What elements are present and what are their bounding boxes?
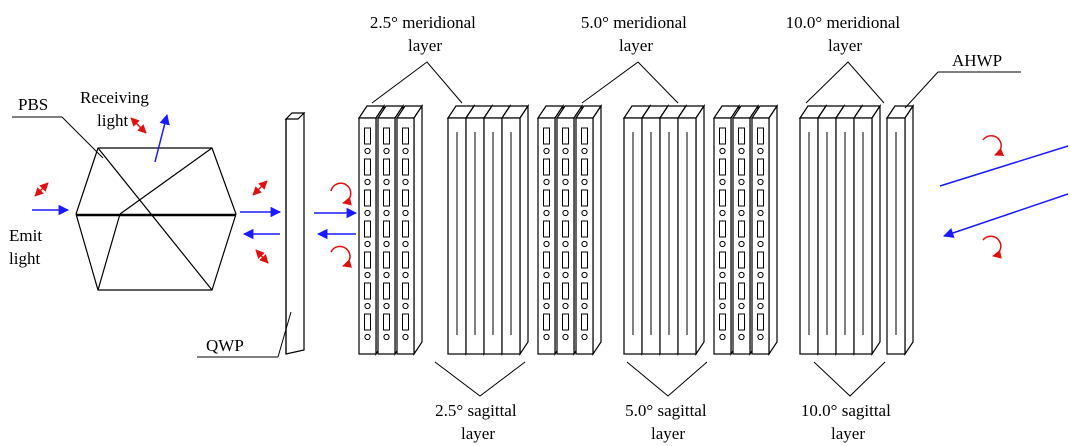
meridional-5-0-bracket (581, 61, 679, 104)
circular-polarization-incoming (982, 235, 1002, 259)
out-polarization-arrow (252, 180, 268, 196)
ahwp-label: AHWP (952, 51, 1002, 70)
receiving-light-label: Receiving light (80, 88, 153, 130)
receiving-polarization-arrow (130, 117, 147, 134)
sagittal-10-0-slab (852, 104, 882, 356)
qwp-plate (284, 112, 306, 355)
sagittal-2-5-bracket (434, 361, 526, 397)
pbs-prism (75, 147, 237, 291)
pbs-leader-diagonal (61, 116, 104, 159)
return-polarization-arrow (255, 249, 269, 264)
qwp-leader-diagonal (277, 311, 292, 358)
meridional-5-0-slab (574, 104, 603, 356)
pbs-label: PBS (18, 95, 48, 114)
meridional-10-0-bracket (805, 61, 885, 104)
sagittal-5-0-slab (676, 104, 706, 356)
sagittal-2-5-label: 2.5° sagittal layer (435, 401, 521, 443)
sagittal-10-0-bracket (813, 361, 886, 397)
ahwp-plate (885, 104, 915, 356)
output-beam-line (939, 145, 1069, 187)
sagittal-2-5-slab (500, 104, 530, 356)
meridional-5-0-label: 5.0° meridional layer (581, 13, 691, 55)
qwp-label: QWP (206, 336, 244, 355)
circular-polarization-return (330, 245, 353, 268)
meridional-2-5-label: 2.5° meridional layer (370, 13, 480, 55)
sagittal-5-0-bracket (626, 361, 708, 397)
emit-light-label: Emit light (9, 226, 46, 268)
meridional-10-0-label: 10.0° meridional layer (786, 13, 905, 55)
sagittal-10-0-label: 10.0° sagittal layer (801, 401, 895, 443)
meridional-2-5-bracket (371, 61, 463, 104)
receiving-beam-arrow (154, 113, 170, 163)
meridional-2-5-slab (395, 104, 424, 356)
circular-polarization-forward (330, 182, 352, 206)
circular-polarization-output (982, 135, 1005, 157)
emit-polarization-arrow (34, 182, 49, 197)
ahwp-leader-diagonal (904, 71, 939, 109)
layer-stacks (357, 104, 915, 356)
meridional-10-0-slab (750, 104, 779, 356)
sagittal-5-0-label: 5.0° sagittal layer (625, 401, 711, 443)
return-beam-arrow-3 (943, 193, 1069, 238)
